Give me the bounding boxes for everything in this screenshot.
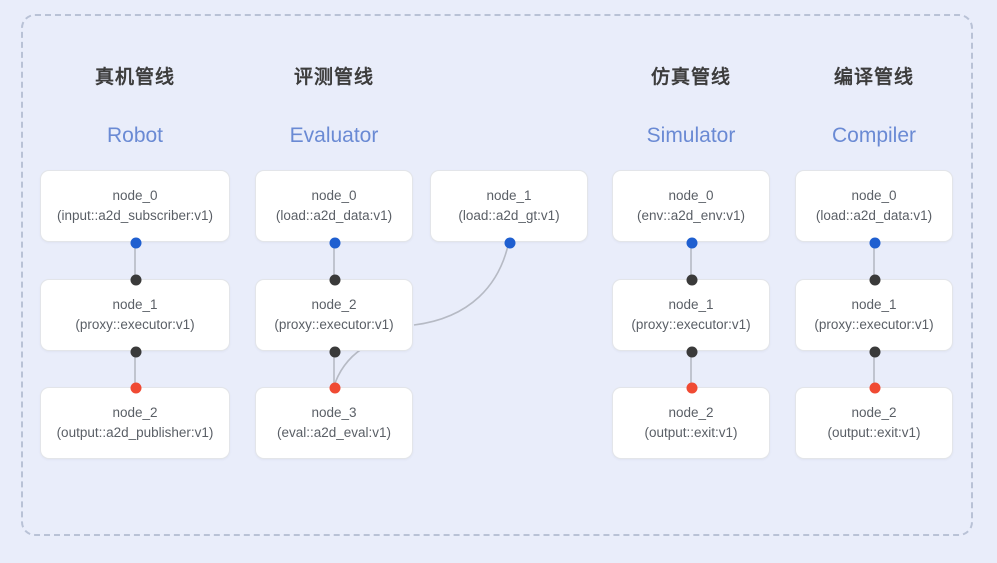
node-name: node_0 <box>311 188 357 204</box>
port-output-blue[interactable] <box>130 237 142 249</box>
node-compiler-2[interactable]: node_2 (output::exit:v1) <box>795 382 953 459</box>
port-output-blue[interactable] <box>686 237 698 249</box>
node-type: (proxy::executor:v1) <box>814 317 934 332</box>
node-name: node_0 <box>668 188 714 204</box>
port-output-blue[interactable] <box>504 237 516 249</box>
column-title-cn-simulator: 仿真管线 <box>650 67 731 88</box>
node-type: (load::a2d_data:v1) <box>815 208 933 223</box>
node-evaluator-1-gt[interactable]: node_1 (load::a2d_gt:v1) <box>430 170 588 249</box>
node-simulator-2[interactable]: node_2 (output::exit:v1) <box>612 382 770 459</box>
node-type: (output::exit:v1) <box>827 425 921 440</box>
node-type: (eval::a2d_eval:v1) <box>276 425 392 440</box>
port-input-black[interactable] <box>686 274 698 286</box>
port-output-blue[interactable] <box>329 237 341 249</box>
node-type: (env::a2d_env:v1) <box>636 208 746 223</box>
node-type: (load::a2d_data:v1) <box>275 208 393 223</box>
node-name: node_1 <box>112 297 158 313</box>
node-name: node_2 <box>668 405 714 421</box>
port-input-black[interactable] <box>329 274 341 286</box>
node-name: node_1 <box>668 297 714 313</box>
column-title-cn-robot: 真机管线 <box>94 67 175 88</box>
node-compiler-0[interactable]: node_0 (load::a2d_data:v1) <box>795 170 953 249</box>
node-type: (proxy::executor:v1) <box>631 317 751 332</box>
node-compiler-1[interactable]: node_1 (proxy::executor:v1) <box>795 274 953 358</box>
node-name: node_2 <box>311 297 357 313</box>
node-type: (proxy::executor:v1) <box>274 317 394 332</box>
node-name: node_1 <box>486 188 532 204</box>
port-output-blue[interactable] <box>869 237 881 249</box>
port-output-black[interactable] <box>686 346 698 358</box>
node-name: node_2 <box>851 405 897 421</box>
node-robot-0[interactable]: node_0 (input::a2d_subscriber:v1) <box>40 170 230 249</box>
node-name: node_1 <box>851 297 897 313</box>
node-type: (proxy::executor:v1) <box>75 317 195 332</box>
node-name: node_2 <box>112 405 158 421</box>
node-robot-2[interactable]: node_2 (output::a2d_publisher:v1) <box>40 382 230 459</box>
port-output-black[interactable] <box>130 346 142 358</box>
port-output-black[interactable] <box>329 346 341 358</box>
column-title-en-robot: Robot <box>106 124 164 147</box>
column-title-en-simulator: Simulator <box>646 124 736 147</box>
node-type: (output::a2d_publisher:v1) <box>56 425 214 440</box>
node-name: node_0 <box>851 188 897 204</box>
node-evaluator-3[interactable]: node_3 (eval::a2d_eval:v1) <box>255 382 413 459</box>
column-title-en-evaluator: Evaluator <box>289 124 379 147</box>
column-title-cn-evaluator: 评测管线 <box>293 67 374 88</box>
port-input-black[interactable] <box>130 274 142 286</box>
node-type: (load::a2d_gt:v1) <box>458 208 560 223</box>
node-type: (input::a2d_subscriber:v1) <box>56 208 214 223</box>
node-type: (output::exit:v1) <box>644 425 738 440</box>
port-input-red[interactable] <box>686 382 698 394</box>
port-output-black[interactable] <box>869 346 881 358</box>
node-robot-1[interactable]: node_1 (proxy::executor:v1) <box>40 274 230 358</box>
port-input-black[interactable] <box>869 274 881 286</box>
column-title-en-compiler: Compiler <box>831 124 917 147</box>
port-input-red[interactable] <box>130 382 142 394</box>
port-input-red[interactable] <box>869 382 881 394</box>
node-evaluator-0[interactable]: node_0 (load::a2d_data:v1) <box>255 170 413 249</box>
port-input-red[interactable] <box>329 382 341 394</box>
column-title-cn-compiler: 编译管线 <box>833 67 914 88</box>
node-simulator-0[interactable]: node_0 (env::a2d_env:v1) <box>612 170 770 249</box>
node-name: node_3 <box>311 405 357 421</box>
node-name: node_0 <box>112 188 158 204</box>
node-simulator-1[interactable]: node_1 (proxy::executor:v1) <box>612 274 770 358</box>
node-evaluator-2[interactable]: node_2 (proxy::executor:v1) <box>255 274 413 358</box>
